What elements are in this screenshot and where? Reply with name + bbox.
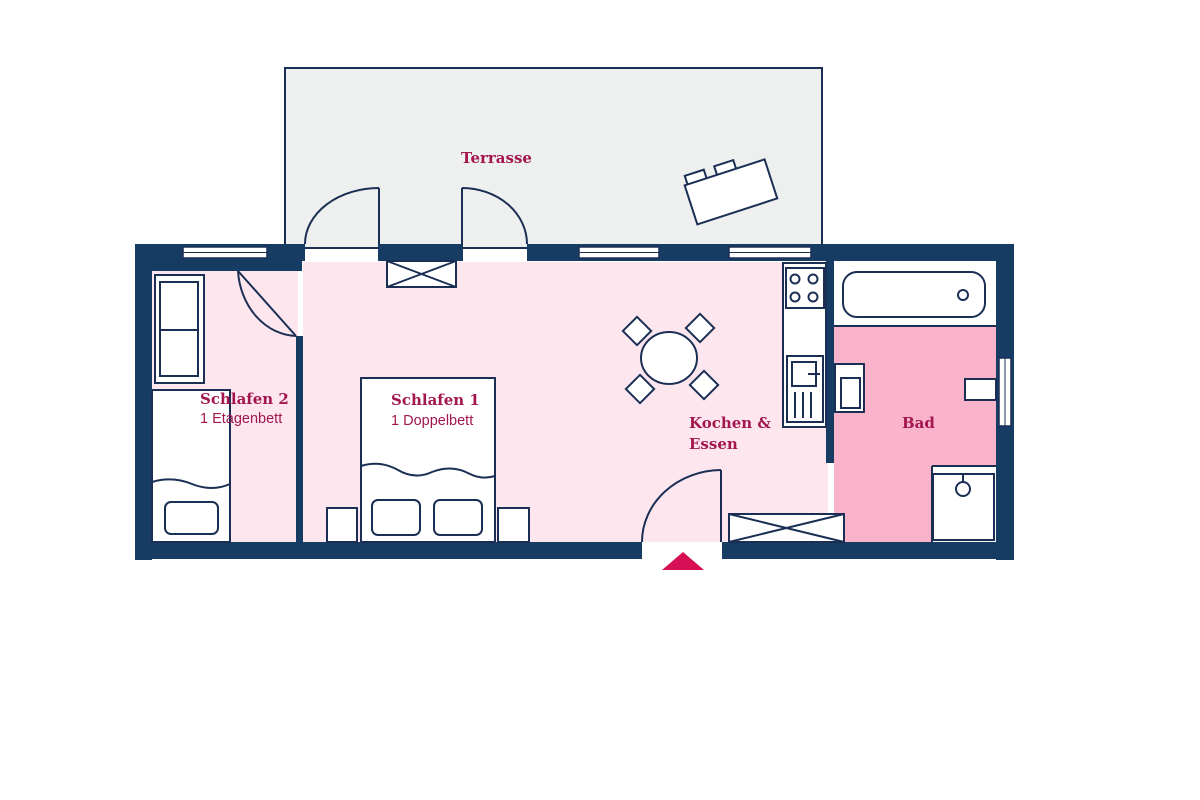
shower-icon: [932, 473, 995, 541]
sink-icon: [786, 355, 824, 423]
wall-top-2: [378, 244, 463, 261]
terrace-door-left[interactable]: [304, 187, 380, 245]
wall-bottom-1: [135, 542, 642, 559]
wall-bedroom2-top-stub: [152, 261, 302, 271]
bedroom1-subtitle: 1 Doppelbett: [391, 413, 473, 429]
nightstand-left: [326, 507, 358, 543]
bunk-bed-icon: [151, 389, 231, 543]
wall-left: [135, 244, 152, 560]
bedroom1-title: Schlafen 1: [391, 391, 480, 409]
terrace-door-right[interactable]: [461, 187, 528, 245]
sofa-icon: [154, 274, 205, 384]
toilet-icon: [964, 378, 997, 401]
entrance-door[interactable]: [641, 469, 722, 543]
bath-sink-icon: [834, 363, 865, 413]
dining-table-icon: [621, 312, 720, 405]
wardrobe-bottom: [728, 513, 845, 543]
entrance-arrow-icon: [662, 552, 704, 570]
terrace-area: [284, 67, 823, 249]
bedroom2-door[interactable]: [237, 270, 297, 337]
double-bed-icon: [360, 377, 496, 543]
bathtub-icon: [842, 271, 986, 318]
bedroom2-subtitle: 1 Etagenbett: [200, 411, 282, 427]
wall-bedroom2-right: [296, 336, 303, 542]
bedroom2-title: Schlafen 2: [200, 390, 289, 408]
wall-bottom-2: [722, 542, 1014, 559]
wardrobe-top: [386, 260, 457, 288]
kitchen-label-line1: Kochen &: [689, 414, 771, 432]
wall-bath-left: [826, 261, 834, 463]
nightstand-right: [497, 507, 530, 543]
terrace-label: Terrasse: [461, 149, 532, 167]
bath-label: Bad: [902, 414, 935, 432]
terrace-table-icon: [683, 158, 779, 226]
kitchen-label-line2: Essen: [689, 435, 738, 453]
wall-top-4: [812, 244, 1014, 261]
stove-icon: [785, 267, 825, 309]
